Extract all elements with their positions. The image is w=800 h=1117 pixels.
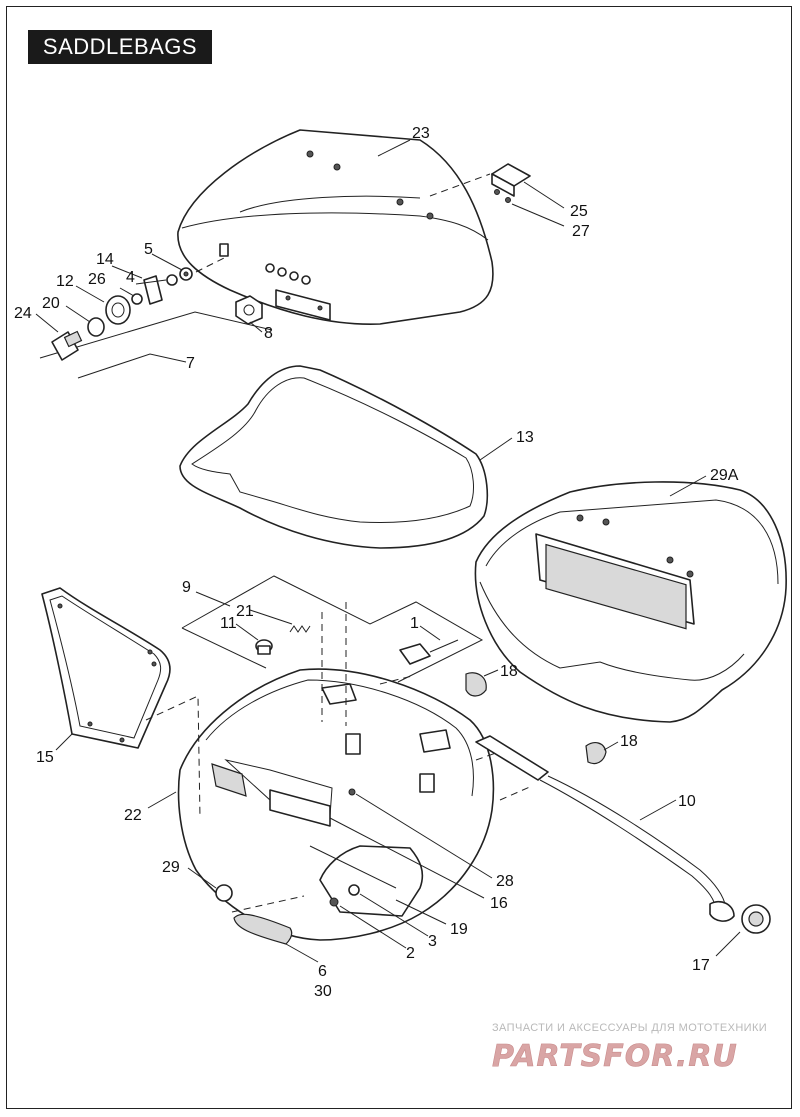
callout-21: 21	[236, 603, 254, 620]
watermark-tagline: ЗАПЧАСТИ И АКСЕССУАРЫ ДЛЯ МОТОТЕХНИКИ	[492, 1022, 768, 1034]
callout-labels: 23 25 27 5 14 4 12 26 20 24 8 7 13 29A 9…	[14, 125, 739, 1000]
saddlebag-assembly[interactable]	[474, 481, 787, 723]
screw-2[interactable]	[329, 897, 339, 907]
dash-lid-bracket	[429, 173, 491, 197]
callout-27: 27	[572, 223, 590, 240]
mounting-plate-16[interactable]	[269, 789, 331, 827]
callout-20: 20	[42, 295, 60, 312]
callout-8: 8	[264, 325, 273, 342]
callout-29: 29	[162, 859, 180, 876]
callout-28: 28	[496, 873, 514, 890]
dash-reflector	[231, 895, 305, 913]
grommet-17[interactable]	[741, 904, 771, 934]
callout-17: 17	[692, 957, 710, 974]
lid-bracket-25[interactable]	[491, 163, 531, 197]
bumper-18b[interactable]	[585, 742, 607, 765]
grommet-12[interactable]	[105, 295, 131, 325]
dash-gasket-body	[145, 695, 201, 819]
oring-20[interactable]	[87, 317, 105, 337]
watermark-logo: PARTSFOR.RU	[492, 1039, 738, 1074]
callout-1: 1	[410, 615, 419, 632]
callout-9: 9	[182, 579, 191, 596]
reflector-29[interactable]	[215, 884, 233, 902]
leader-lines	[35, 139, 741, 963]
callout-22: 22	[124, 807, 142, 824]
callout-29A: 29A	[710, 467, 739, 484]
spacer-26[interactable]	[131, 293, 143, 305]
washer-3[interactable]	[348, 884, 360, 896]
nut-5[interactable]	[179, 267, 193, 281]
callout-14: 14	[96, 251, 114, 268]
button-11[interactable]	[255, 639, 273, 655]
callout-2: 2	[406, 945, 415, 962]
washer-4[interactable]	[166, 274, 178, 286]
callout-25: 25	[570, 203, 588, 220]
reflector-6[interactable]	[233, 913, 293, 945]
callout-18-upper: 18	[500, 663, 518, 680]
callout-23: 23	[412, 125, 430, 142]
callout-30: 30	[314, 983, 332, 1000]
bracket-14[interactable]	[143, 275, 163, 305]
dash-latch-pin	[379, 675, 413, 685]
callout-5: 5	[144, 241, 153, 258]
screw-28[interactable]	[348, 788, 356, 796]
lid-hardware-group	[39, 311, 273, 379]
callout-24: 24	[14, 305, 32, 322]
callout-26: 26	[88, 271, 106, 288]
callout-6: 6	[318, 963, 327, 980]
spring-21[interactable]	[289, 625, 311, 633]
dash-latch-body	[321, 602, 347, 726]
gasket-15[interactable]	[41, 587, 171, 749]
bumper-18a[interactable]	[465, 672, 487, 697]
screws-27[interactable]	[494, 189, 511, 203]
backing-plate-19[interactable]	[309, 845, 424, 917]
latch-1[interactable]	[399, 639, 459, 665]
callout-16: 16	[490, 895, 508, 912]
callout-15: 15	[36, 749, 54, 766]
dash-hardware-lid	[195, 257, 225, 273]
page-title: SADDLEBAGS	[28, 30, 212, 64]
saddlebag-lid[interactable]	[177, 129, 494, 325]
knob-24[interactable]	[51, 330, 83, 361]
nut-8[interactable]	[235, 295, 263, 325]
guard-rail-10[interactable]	[475, 735, 735, 922]
callout-12: 12	[56, 273, 74, 290]
callout-11: 11	[220, 615, 237, 632]
lid-liner[interactable]	[179, 365, 489, 549]
callout-18-lower: 18	[620, 733, 638, 750]
callout-13: 13	[516, 429, 534, 446]
latch-kit-group	[181, 575, 484, 683]
callout-4: 4	[126, 269, 135, 286]
callout-19: 19	[450, 921, 468, 938]
page-border	[6, 6, 792, 1109]
svg-text:PARTSFOR.RU: PARTSFOR.RU	[492, 1039, 738, 1074]
callout-10: 10	[678, 793, 696, 810]
callout-7: 7	[186, 355, 195, 372]
callout-3: 3	[428, 933, 437, 950]
